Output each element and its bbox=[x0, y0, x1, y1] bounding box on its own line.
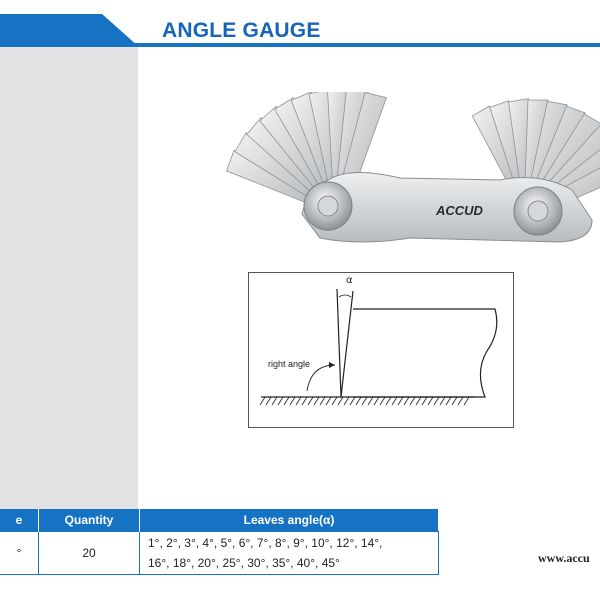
table-header-row: e Quantity Leaves angle(α) bbox=[0, 509, 438, 532]
angles-line-1: 1°, 2°, 3°, 4°, 5°, 6°, 7°, 8°, 9°, 10°,… bbox=[148, 536, 383, 550]
header-tab bbox=[0, 14, 138, 46]
col-header-quantity: Quantity bbox=[38, 509, 140, 532]
col-header-leaves-angle: Leaves angle(α) bbox=[139, 509, 438, 532]
left-panel bbox=[0, 47, 138, 510]
page-title: ANGLE GAUGE bbox=[162, 19, 321, 42]
header-rule bbox=[0, 43, 600, 47]
table-row: ° 20 1°, 2°, 3°, 4°, 5°, 6°, 7°, 8°, 9°,… bbox=[0, 531, 439, 575]
cell-quantity: 20 bbox=[38, 531, 140, 575]
diagram-workpiece bbox=[353, 308, 498, 398]
angles-line-2: 16°, 18°, 20°, 25°, 30°, 35°, 40°, 45° bbox=[148, 556, 340, 570]
diagram-leaf bbox=[336, 288, 354, 398]
cell-leaves-angles: 1°, 2°, 3°, 4°, 5°, 6°, 7°, 8°, 9°, 10°,… bbox=[139, 531, 439, 575]
angle-diagram: α right angle bbox=[248, 272, 514, 428]
alpha-label: α bbox=[346, 275, 353, 286]
angle-gauge-photo: ACCUD bbox=[200, 88, 600, 257]
col-header-1: e bbox=[0, 509, 39, 532]
brand-logo: ACCUD bbox=[435, 203, 484, 218]
spec-table: e Quantity Leaves angle(α) ° 20 1°, 2°, … bbox=[0, 509, 439, 575]
website-url[interactable]: www.accu bbox=[538, 551, 590, 565]
cell-first: ° bbox=[0, 531, 39, 575]
right-angle-label: right angle bbox=[268, 359, 311, 369]
